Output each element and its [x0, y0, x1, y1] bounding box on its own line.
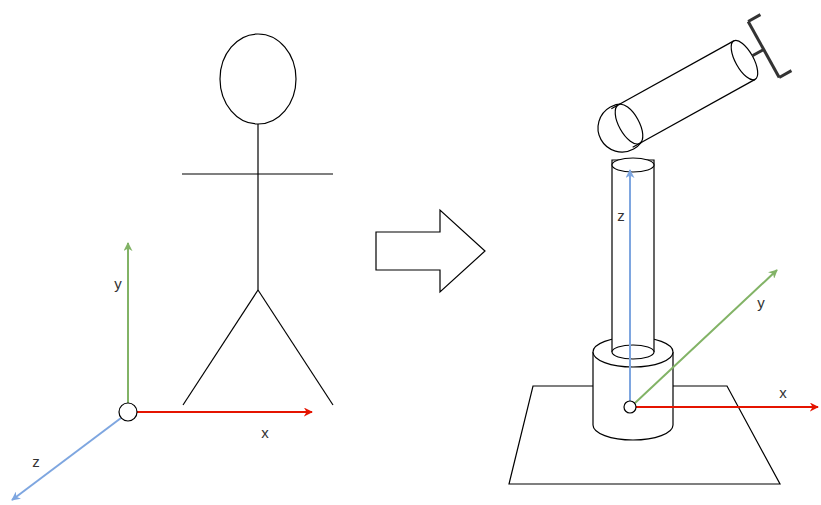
- arm-edge: [633, 79, 755, 147]
- arm-start: [610, 100, 649, 148]
- leg: [183, 290, 258, 405]
- arm-edge: [611, 41, 733, 109]
- transform-arrow: [376, 210, 485, 292]
- gripper-stem: [752, 49, 763, 55]
- axis-label: z: [32, 454, 40, 469]
- body: [257, 124, 258, 290]
- robot-arm: [509, 15, 791, 484]
- x-axis: [137, 411, 312, 413]
- axis-label: y: [114, 276, 122, 291]
- axis-label: x: [261, 425, 269, 440]
- y-axis: [635, 270, 777, 403]
- column-bottom: [612, 345, 654, 359]
- arms: [182, 173, 333, 174]
- head: [220, 34, 296, 124]
- axis-label: x: [779, 385, 787, 400]
- axis-label: z: [617, 208, 625, 223]
- x-axis: [636, 406, 818, 408]
- upper-arm: [585, 15, 791, 168]
- arm-end: [726, 37, 763, 84]
- gripper: [737, 15, 792, 84]
- z-axis: [629, 170, 631, 401]
- origin: [624, 401, 636, 413]
- column: [612, 160, 654, 352]
- leg: [258, 290, 333, 405]
- left-axes: [12, 243, 312, 500]
- gripper-finger: [779, 71, 791, 78]
- gripper-finger: [748, 15, 760, 22]
- column-top: [612, 158, 654, 172]
- z-axis: [12, 418, 121, 500]
- gripper-back: [748, 21, 779, 77]
- y-axis: [127, 243, 129, 403]
- right-axes: [624, 170, 818, 413]
- stick-figure: [182, 34, 333, 405]
- origin: [119, 403, 137, 421]
- axis-label: y: [757, 295, 765, 310]
